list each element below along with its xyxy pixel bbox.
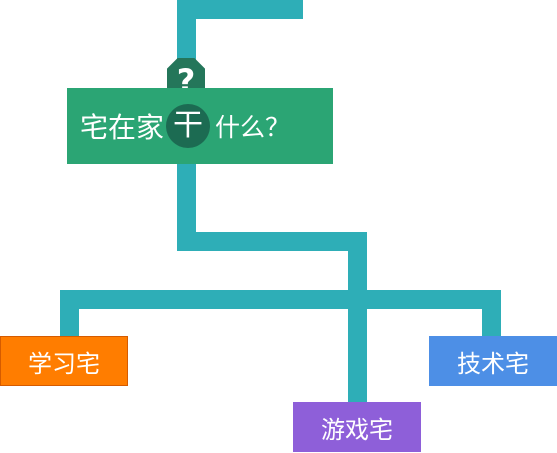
connector-drop-right [482,290,501,338]
title-prefix: 宅在家 [80,111,165,144]
branch-tech: 技术宅 [429,336,557,386]
connector-jog-horizontal [177,232,367,251]
title-highlight: 干 [166,104,211,148]
title-box: 宅在家 干 什么？ [67,88,333,164]
connector-top-horizontal [177,0,303,19]
branch-study: 学习宅 [0,336,128,386]
connector-drop-left [60,290,79,338]
connector-trunk-upper [177,160,196,251]
connector-branch-bar [60,290,501,309]
branch-game: 游戏宅 [293,402,421,452]
title-suffix: 什么？ [215,113,291,142]
connector-trunk-lower [348,232,367,404]
connector-top-vertical [177,0,196,62]
